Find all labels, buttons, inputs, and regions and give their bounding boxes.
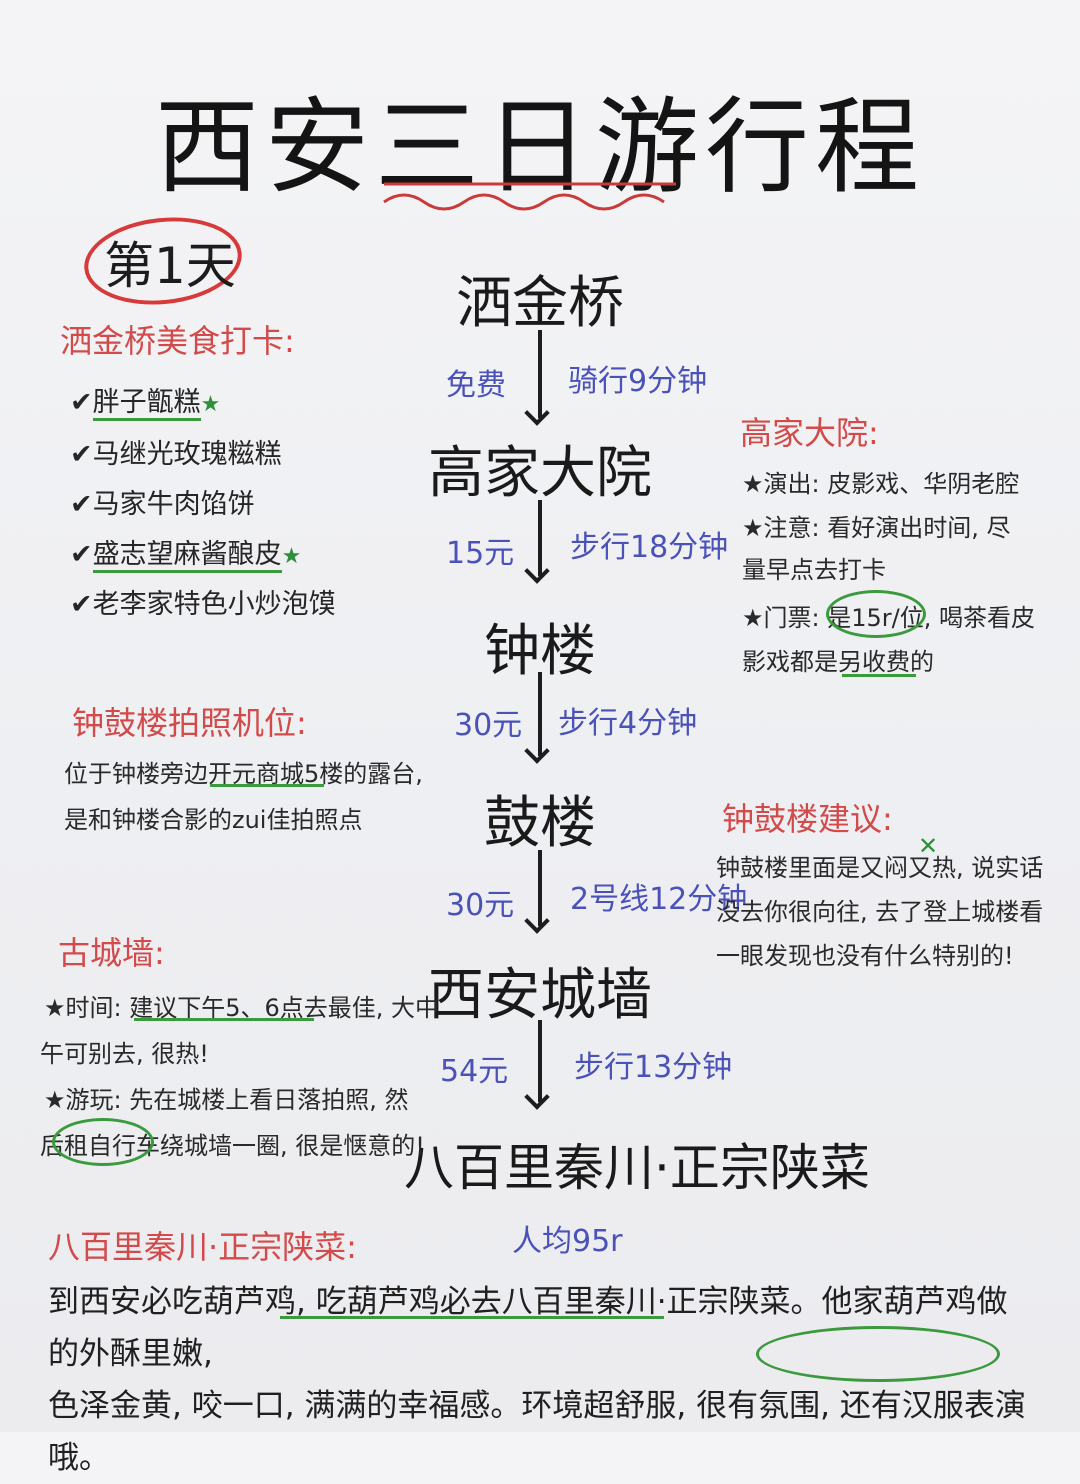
route-transport-1: 骑行9分钟: [568, 364, 708, 399]
gaojia-heading: 高家大院:: [740, 414, 879, 452]
restaurant-heading: 八百里秦川·正宗陕菜:: [48, 1228, 357, 1266]
route-arrow-4: [538, 850, 542, 926]
wall-line: ★时间: 建议下午5、6点去最佳, 大中: [44, 994, 440, 1022]
check-icon: ✔: [70, 439, 93, 470]
star-icon: ★: [200, 392, 221, 417]
restaurant-text-line: 到西安必吃葫芦鸡, 吃葫芦鸡必去八百里秦川·正宗陕菜。他家葫芦鸡做的外酥里嫩,: [48, 1284, 1008, 1372]
route-cost-4: 30元: [446, 888, 515, 923]
route-stop-4: 鼓楼: [484, 791, 596, 856]
star-icon: ★: [281, 544, 302, 569]
photo-underline: [210, 784, 324, 787]
route-transport-2: 步行18分钟: [570, 530, 729, 565]
advice-heading: 钟鼓楼建议:: [722, 800, 893, 838]
hanfu-show-circle: [756, 1326, 1000, 1382]
route-transport-4: 2号线12分钟: [570, 882, 748, 917]
ticket-price-circle: [826, 590, 926, 638]
photo-line: 位于钟楼旁边开元商城5楼的露台,: [64, 760, 423, 788]
check-icon: ✔: [70, 539, 93, 570]
restaurant-description: 到西安必吃葫芦鸡, 吃葫芦鸡必去八百里秦川·正宗陕菜。他家葫芦鸡做的外酥里嫩, …: [48, 1276, 1038, 1484]
food-heading: 洒金桥美食打卡:: [60, 322, 295, 360]
wall-heading: 古城墙:: [58, 934, 165, 972]
route-cost-1: 免费: [446, 368, 506, 403]
route-transport-3: 步行4分钟: [558, 706, 698, 741]
food-item: ✔老李家特色小炒泡馍: [70, 589, 336, 620]
route-arrow-3: [538, 672, 542, 756]
title-wavy-underline: [383, 182, 676, 211]
route-transport-5: 步行13分钟: [574, 1050, 733, 1085]
route-cost-5: 54元: [440, 1054, 509, 1089]
gaojia-line: 量早点去打卡: [742, 556, 886, 584]
wall-line: 午可别去, 很热!: [40, 1040, 209, 1068]
route-stop-5: 西安城墙: [428, 963, 652, 1028]
extra-fee-underline: [842, 674, 916, 677]
advice-line: 一眼发现也没有什么特别的!: [716, 942, 1014, 970]
check-icon: ✔: [70, 387, 93, 418]
route-cost-2: 15元: [446, 536, 515, 571]
check-icon: ✔: [70, 589, 93, 620]
route-stop-2: 高家大院: [428, 441, 652, 506]
route-arrow-5: [538, 1020, 542, 1102]
restaurant-text-line: 色泽金黄, 咬一口, 满满的幸福感。环境超舒服, 很有氛围, 还有汉服表演哦。: [48, 1388, 1026, 1476]
food-item: ✔盛志望麻酱酿皮★: [70, 532, 302, 573]
route-arrow-1: [538, 330, 542, 418]
photo-line: 是和钟楼合影的zui佳拍照点: [64, 806, 363, 834]
check-icon: ✔: [70, 489, 93, 520]
route-cost-3: 30元: [454, 708, 523, 743]
per-person-cost: 人均95r: [512, 1224, 623, 1259]
food-item: ✔胖子甑糕★: [70, 380, 221, 421]
route-stop-6: 八百里秦川·正宗陕菜: [404, 1139, 870, 1197]
restaurant-underline: [280, 1316, 664, 1319]
gaojia-line: ★演出: 皮影戏、华阴老腔: [742, 470, 1020, 498]
wall-time-underline: [134, 1018, 314, 1021]
route-arrow-2: [538, 500, 542, 576]
page-title: 西安三日游行程: [154, 86, 925, 208]
photo-heading: 钟鼓楼拍照机位:: [72, 704, 307, 742]
day-label: 第1天: [104, 237, 236, 295]
food-item: ✔马家牛肉馅饼: [70, 489, 255, 520]
gaojia-line: 影戏都是另收费的: [742, 648, 934, 676]
cross-mark-icon: ✕: [918, 832, 939, 860]
food-item: ✔马继光玫瑰糍糕: [70, 439, 282, 470]
advice-line: 钟鼓楼里面是又闷又热, 说实话: [716, 854, 1044, 882]
gaojia-line: ★注意: 看好演出时间, 尽: [742, 514, 1011, 542]
bike-rental-circle: [52, 1118, 154, 1166]
wall-line: ★游玩: 先在城楼上看日落拍照, 然: [44, 1086, 409, 1114]
advice-line: 没去你很向往, 去了登上城楼看: [716, 898, 1044, 926]
route-stop-1: 洒金桥: [456, 271, 624, 336]
